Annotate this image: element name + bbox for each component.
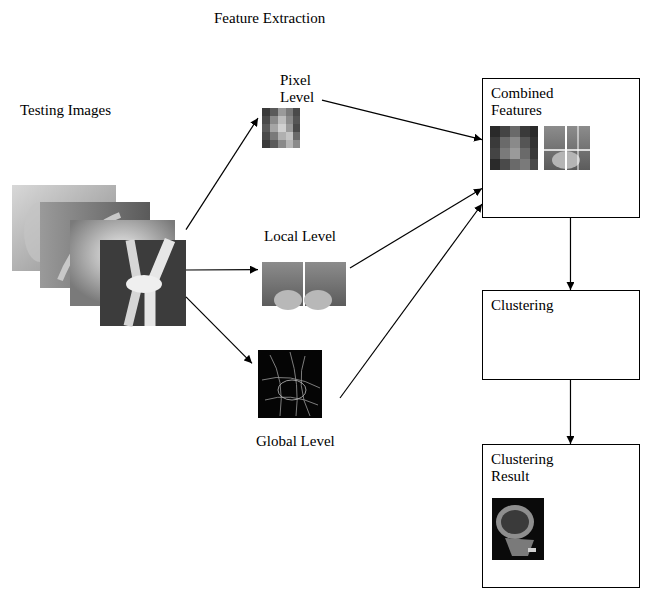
image-label: Testing Images	[20, 102, 186, 119]
box-label: Clustering	[491, 297, 631, 314]
diagram-title: Feature Extraction	[214, 9, 325, 27]
arrow-connector	[340, 204, 482, 398]
arrow-connector	[186, 297, 252, 363]
box-label: Clustering Result	[491, 451, 591, 485]
process-box: Clustering	[482, 290, 640, 380]
process-box: Clustering Result	[482, 444, 640, 588]
arrow-connector	[570, 380, 571, 444]
result-image	[492, 498, 544, 560]
process-box: Combined Features	[482, 78, 640, 218]
pixel-image	[262, 108, 300, 148]
image-label: Pixel Level	[280, 72, 322, 106]
image-node: Local Level	[258, 228, 350, 308]
image-label: Local Level	[264, 228, 350, 245]
local-image	[262, 262, 346, 310]
xray-stack	[12, 185, 186, 326]
arrow-connector	[186, 118, 258, 230]
global-image	[258, 350, 322, 418]
image-node: Global Level	[252, 348, 340, 450]
image-label: Global Level	[256, 433, 340, 450]
arrow-connector	[350, 189, 482, 268]
arrow-connector	[322, 100, 482, 140]
image-node: Pixel Level	[258, 72, 322, 150]
arrow-connector	[186, 269, 258, 271]
box-label: Combined Features	[491, 85, 591, 119]
combined-images	[490, 126, 590, 170]
image-node: Testing Images	[8, 102, 186, 326]
arrow-connector	[570, 218, 571, 290]
